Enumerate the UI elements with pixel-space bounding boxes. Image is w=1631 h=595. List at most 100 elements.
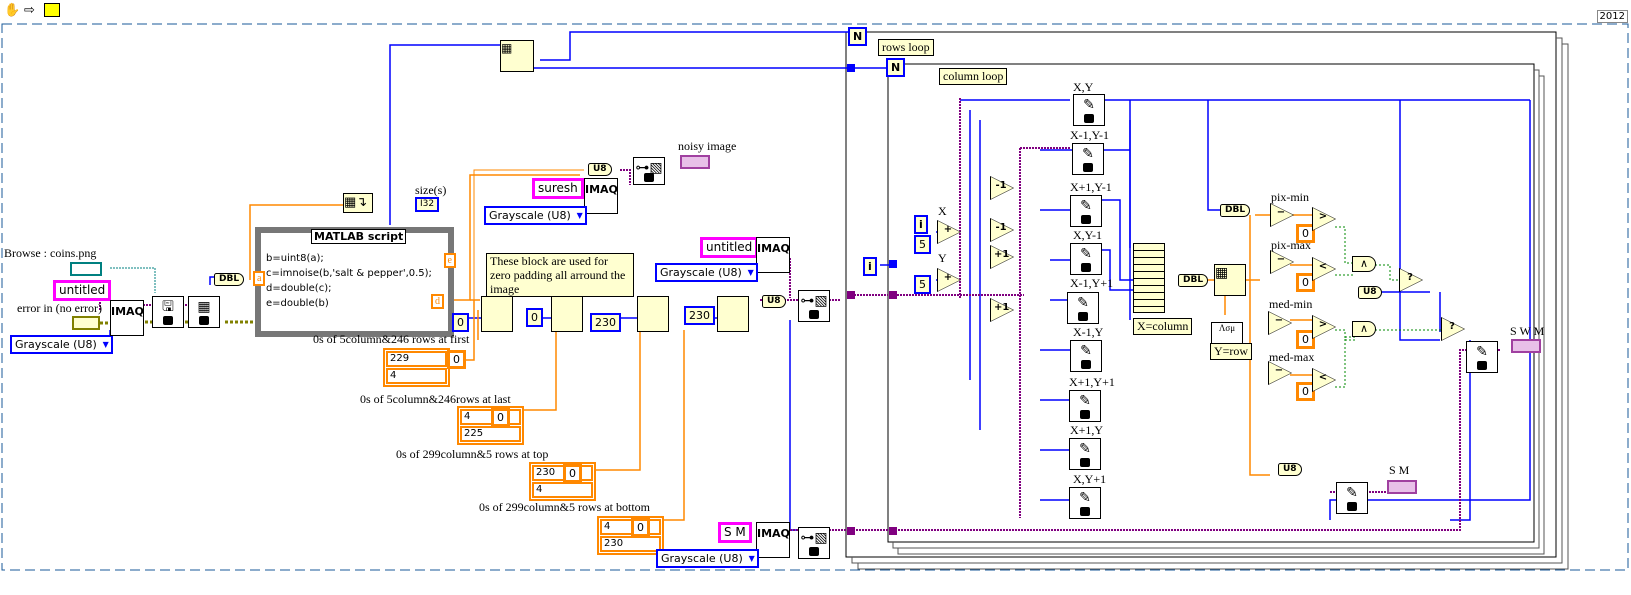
image-name-constant[interactable]: untitled bbox=[53, 280, 112, 301]
pixel-label: X,Y-1 bbox=[1073, 228, 1102, 242]
imaq-read-file-node[interactable]: 🖫 bbox=[152, 296, 184, 328]
array-value[interactable]: 230 bbox=[532, 465, 593, 481]
increment-node-2[interactable]: +1 bbox=[990, 298, 1014, 322]
rows-count-terminal[interactable]: N bbox=[848, 27, 868, 46]
get-pixel-node[interactable]: ✎ bbox=[1069, 438, 1101, 470]
sm-image-name[interactable]: S M bbox=[718, 522, 752, 543]
zero-constant[interactable]: 0 bbox=[1296, 224, 1315, 243]
array-value[interactable]: 230 bbox=[600, 536, 661, 552]
run-icon[interactable] bbox=[44, 3, 60, 17]
array-value[interactable]: 4 bbox=[386, 368, 447, 384]
matlab-script-node[interactable]: MATLAB script b=uint8(a); c=imnoise(b,'s… bbox=[253, 227, 456, 337]
imaq-create-node[interactable]: IMAQ bbox=[110, 300, 144, 336]
select-node[interactable]: ? bbox=[1399, 268, 1423, 292]
input-a-terminal[interactable]: a bbox=[253, 271, 266, 286]
path-wire bbox=[110, 267, 156, 293]
imaq-create-sm[interactable]: IMAQ bbox=[756, 522, 790, 558]
padded-image-type[interactable]: Grayscale (U8) bbox=[655, 263, 758, 282]
subtract-node[interactable]: − bbox=[1270, 250, 1294, 274]
index-const-2[interactable]: 0 bbox=[526, 308, 543, 327]
index-const-1[interactable]: 0 bbox=[452, 313, 469, 332]
decrement-node-1[interactable]: -1 bbox=[990, 176, 1014, 200]
zero-constant[interactable]: 0 bbox=[1296, 330, 1315, 349]
and-node[interactable]: ∧ bbox=[1352, 321, 1376, 337]
insert-array-3[interactable] bbox=[637, 296, 669, 332]
get-pixel-node[interactable]: ✎ bbox=[1073, 94, 1105, 126]
image-to-array-node[interactable]: ▦ bbox=[188, 296, 220, 328]
index-const-3[interactable]: 230 bbox=[590, 313, 621, 332]
path-control[interactable] bbox=[70, 262, 102, 276]
padding-comment: These block are used for zero padding al… bbox=[486, 253, 634, 297]
array-to-image-padded[interactable]: ⊶▧ bbox=[798, 290, 830, 322]
error-in-control[interactable] bbox=[72, 316, 100, 330]
decrement-node-2[interactable]: -1 bbox=[990, 218, 1014, 242]
get-pixel-node[interactable]: ✎ bbox=[1070, 340, 1102, 372]
get-pixel-node[interactable]: ✎ bbox=[1070, 243, 1102, 275]
index-const-4[interactable]: 230 bbox=[684, 306, 715, 325]
get-pixel-node[interactable]: ✎ bbox=[1072, 143, 1104, 175]
increment-node-1[interactable]: +1 bbox=[990, 245, 1014, 269]
insert-array-2[interactable] bbox=[551, 296, 583, 332]
sm-image-type[interactable]: Grayscale (U8) bbox=[656, 549, 759, 568]
med-min-label: med-min bbox=[1269, 297, 1313, 311]
to-double-dbl: DBL bbox=[214, 273, 245, 286]
insert-array-1[interactable] bbox=[481, 296, 513, 332]
set-pixel-sm[interactable]: ✎ bbox=[1336, 482, 1368, 514]
set-pixel-swm[interactable]: ✎ bbox=[1466, 341, 1498, 373]
zero-constant[interactable]: 0 bbox=[1296, 273, 1315, 292]
build-array-node[interactable] bbox=[1133, 243, 1165, 313]
get-pixel-node[interactable]: ✎ bbox=[1070, 195, 1102, 227]
greater-than-node[interactable]: > bbox=[1312, 315, 1336, 339]
get-pixel-node[interactable]: ✎ bbox=[1069, 487, 1101, 519]
add-label: + bbox=[943, 272, 953, 283]
columns-count-terminal[interactable]: N bbox=[886, 58, 906, 77]
select-node[interactable]: ? bbox=[1441, 317, 1465, 341]
array-value[interactable]: 4 bbox=[460, 409, 521, 425]
zeros-value-3[interactable]: 0 bbox=[563, 464, 582, 483]
array-size-node[interactable]: ▦↴ bbox=[343, 193, 373, 213]
pixel-label: X-1,Y bbox=[1073, 325, 1104, 339]
noise-image-type[interactable]: Grayscale (U8) bbox=[484, 206, 587, 225]
y-add-node[interactable]: + bbox=[937, 268, 961, 292]
arrow-icon[interactable]: ⇨ bbox=[24, 2, 35, 17]
noise-image-name[interactable]: suresh bbox=[532, 178, 584, 199]
array-to-image-sm[interactable]: ⊶▧ bbox=[798, 527, 830, 559]
less-than-node[interactable]: < bbox=[1312, 368, 1336, 392]
insert-array-4[interactable] bbox=[717, 296, 749, 332]
matlab-code[interactable]: b=uint8(a); c=imnoise(b,'salt & pepper',… bbox=[266, 251, 432, 311]
zeros-value-1[interactable]: 0 bbox=[447, 350, 466, 369]
x-offset-constant[interactable]: 5 bbox=[914, 235, 931, 254]
zeros-value-2[interactable]: 0 bbox=[491, 408, 510, 427]
subtract-node[interactable]: − bbox=[1268, 311, 1292, 335]
array-value[interactable]: 225 bbox=[460, 426, 521, 442]
subtract-node[interactable]: − bbox=[1270, 203, 1294, 227]
get-pixel-node[interactable]: ✎ bbox=[1067, 292, 1099, 324]
and-node[interactable]: ∧ bbox=[1352, 256, 1376, 272]
output-d-terminal[interactable]: d bbox=[431, 294, 444, 309]
less-than-node[interactable]: < bbox=[1312, 257, 1336, 281]
x-add-node[interactable]: + bbox=[937, 220, 961, 244]
array-value[interactable]: 229 bbox=[386, 351, 447, 367]
y-offset-constant[interactable]: 5 bbox=[914, 275, 931, 294]
array-value[interactable]: 4 bbox=[600, 519, 661, 535]
op-label: -1 bbox=[995, 180, 1007, 191]
output-e-terminal[interactable]: e bbox=[443, 253, 456, 268]
index-array-node[interactable]: ▦ bbox=[500, 40, 534, 72]
hand-tool-icon[interactable]: ✋ bbox=[4, 2, 21, 17]
imaq-create-padded[interactable]: IMAQ bbox=[756, 237, 790, 273]
imaq-create-noise[interactable]: IMAQ bbox=[584, 178, 618, 214]
array-to-image-node[interactable]: ⊶▧ bbox=[633, 157, 665, 185]
array-value[interactable]: 4 bbox=[532, 482, 593, 498]
zeros-value-4[interactable]: 0 bbox=[631, 518, 650, 537]
image-type-select[interactable]: Grayscale (U8) bbox=[10, 335, 113, 354]
greater-than-node[interactable]: > bbox=[1312, 207, 1336, 231]
get-pixel-node[interactable]: ✎ bbox=[1069, 390, 1101, 422]
array-max-min-node[interactable]: ▦ bbox=[1214, 264, 1246, 296]
sm-indicator bbox=[1387, 480, 1417, 494]
subtract-node[interactable]: − bbox=[1268, 361, 1292, 385]
padded-image-name[interactable]: untitled bbox=[700, 237, 759, 258]
